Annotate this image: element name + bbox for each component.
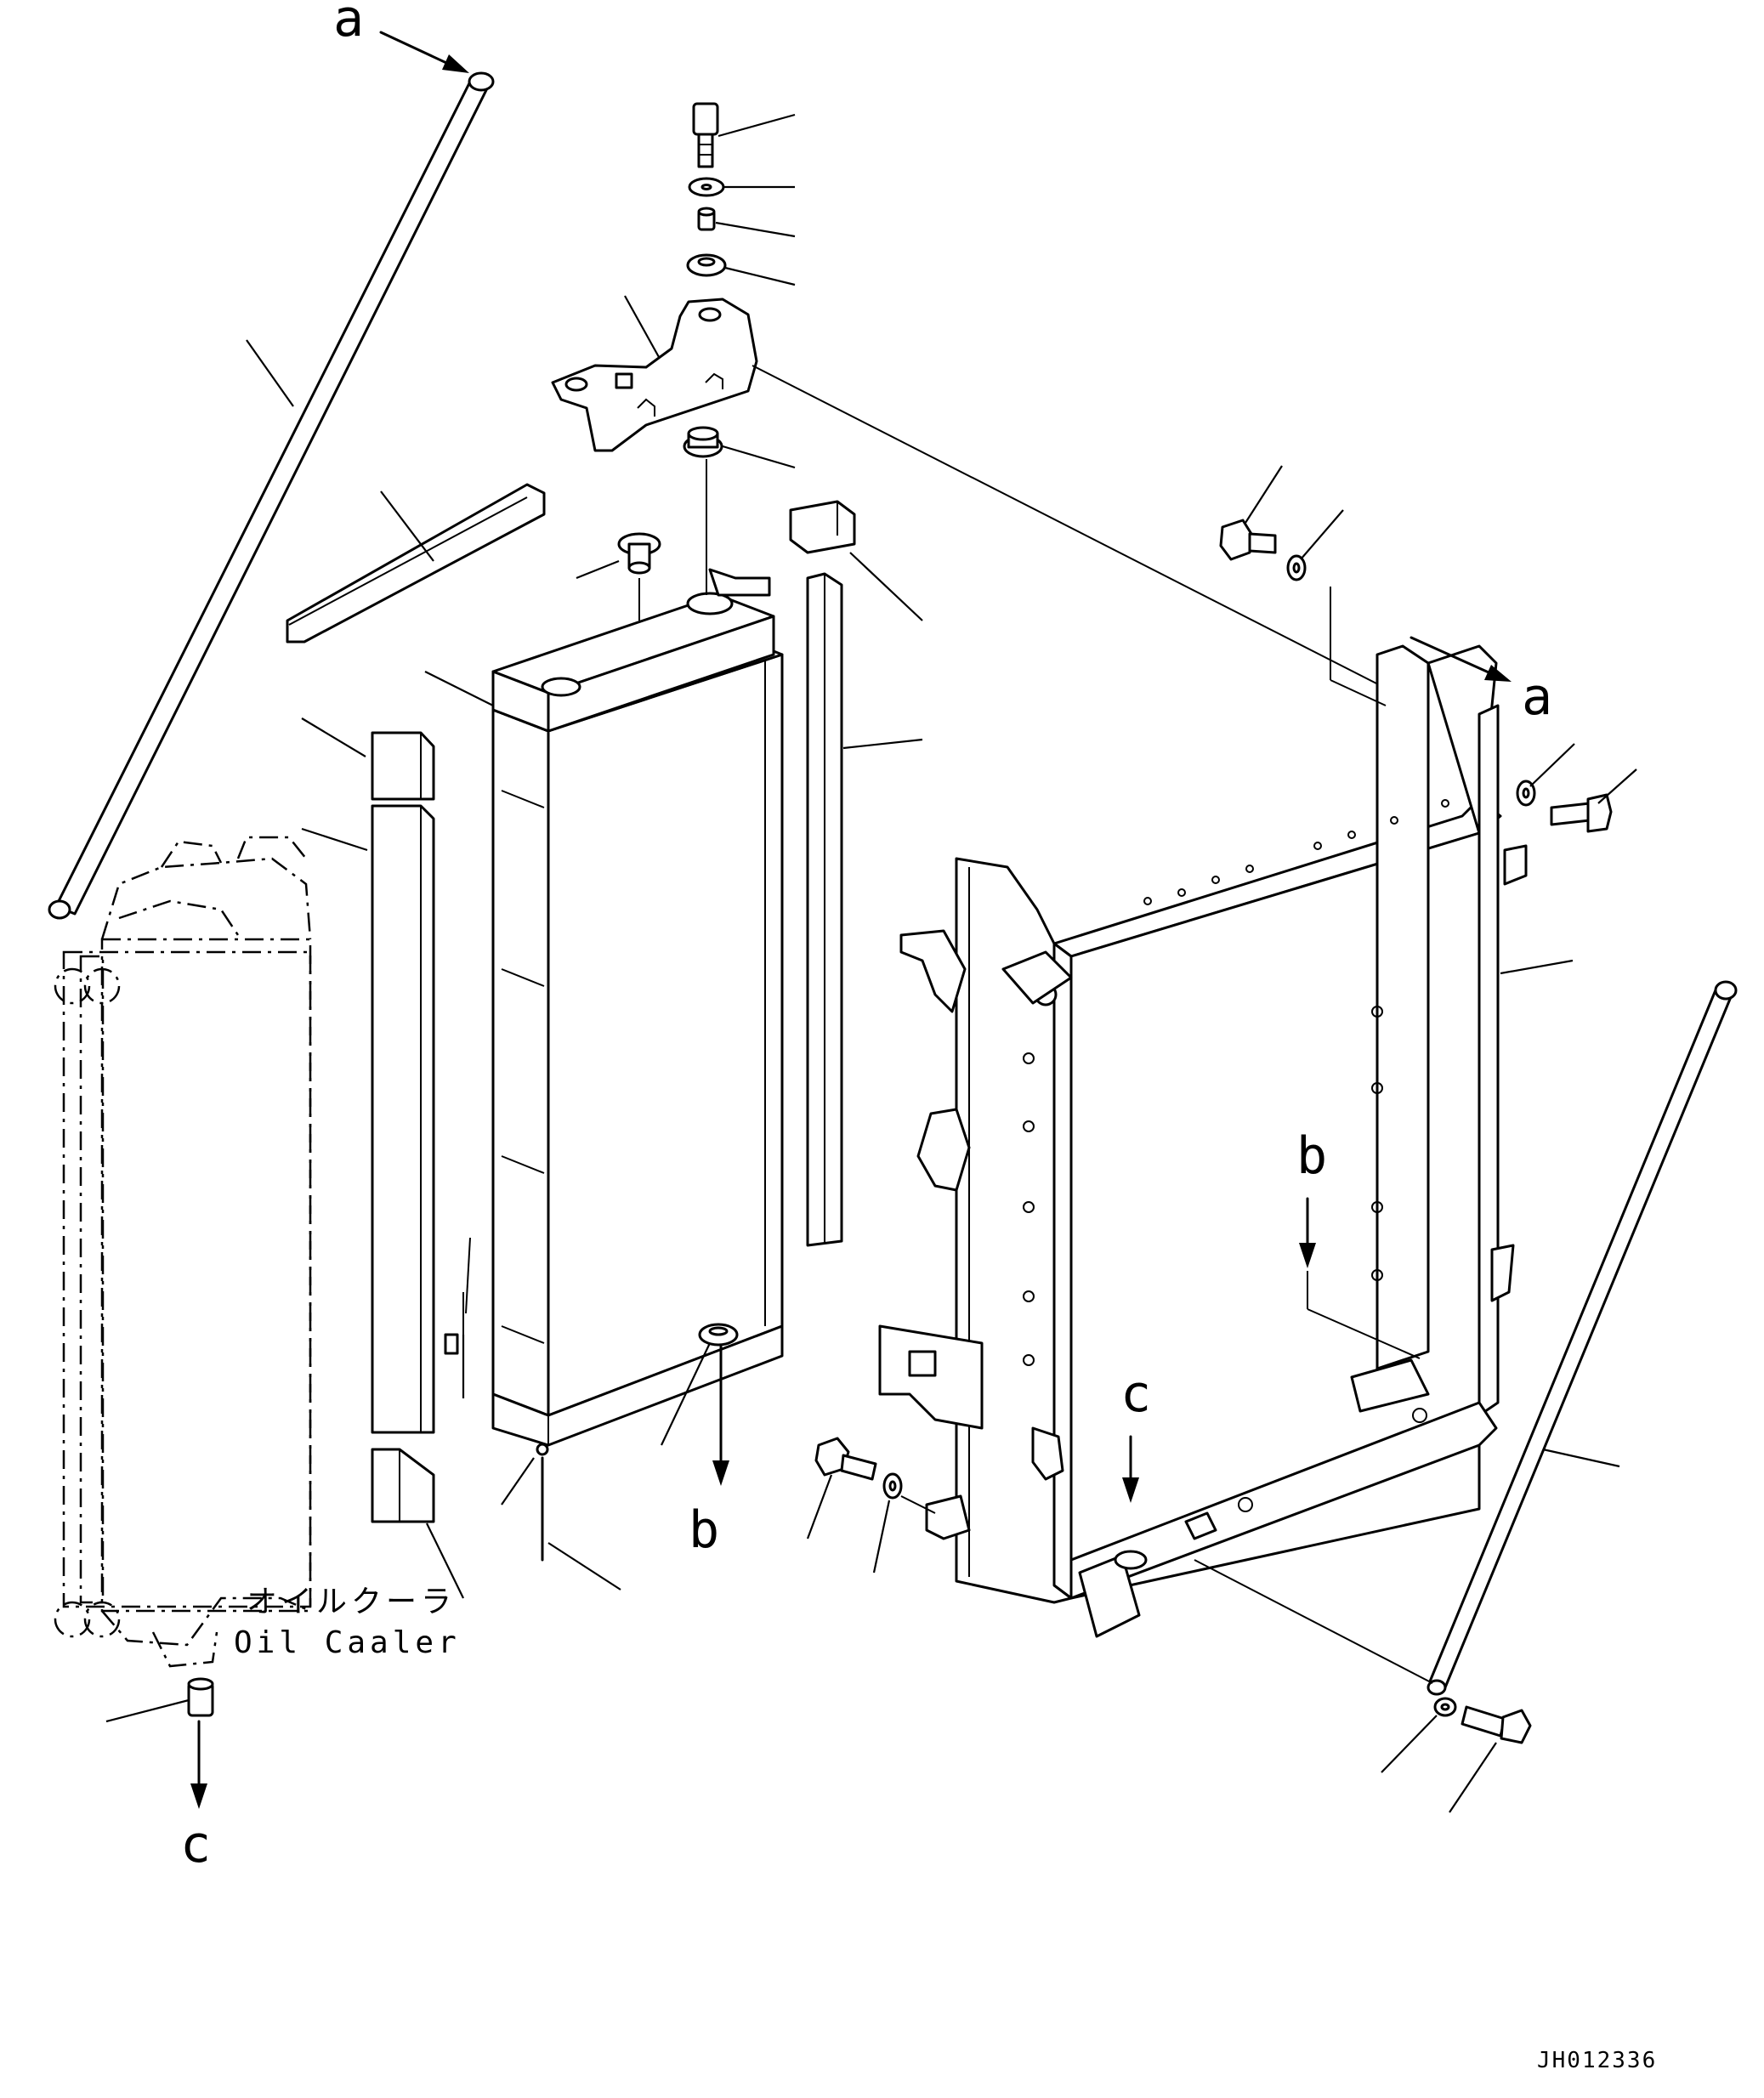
reference-mark-a-top: a xyxy=(333,0,364,48)
washer-lower-right xyxy=(1433,1697,1457,1717)
leader-collar-top xyxy=(715,221,796,238)
centerline-stay-rod-right xyxy=(1194,1559,1433,1684)
leader-seal-strip-top xyxy=(380,490,434,562)
reference-mark-b-left: b xyxy=(689,1500,719,1560)
oil-cooler-label-jp: オイルクーラ xyxy=(247,1585,456,1619)
collar-oil-cooler xyxy=(187,1677,214,1717)
reference-mark-a-right: a xyxy=(1522,667,1552,727)
seal-block-lower-left xyxy=(371,1448,435,1523)
reference-mark-b-right: b xyxy=(1296,1126,1327,1186)
seal-block-upper-right xyxy=(789,500,856,554)
leader-seal-block-upper-left xyxy=(301,717,366,757)
leader-mount-bracket xyxy=(624,295,660,358)
seal-strip-top xyxy=(286,483,546,644)
collar-top xyxy=(697,207,716,231)
arrow-a-top xyxy=(379,31,469,73)
oil-cooler xyxy=(54,836,312,1668)
leader-bolt-right-side xyxy=(1597,768,1637,804)
washer-lower-left xyxy=(882,1472,903,1500)
bolt-top xyxy=(692,102,719,168)
bolt-right-side xyxy=(1550,793,1613,833)
bolt-lower-left xyxy=(814,1437,877,1481)
washer-top xyxy=(688,177,725,197)
seal-strip-left xyxy=(371,804,435,1434)
cushion-top xyxy=(686,253,727,277)
drain-valve xyxy=(444,1237,471,1394)
drain-hose xyxy=(536,1443,549,1562)
leader-seal-strip-left xyxy=(301,827,368,852)
bolt-upper-right xyxy=(1219,519,1277,561)
seal-block-upper-left xyxy=(371,731,435,801)
leader-bolt-lower-right xyxy=(1449,1742,1497,1813)
leader-bolt-top xyxy=(718,113,796,138)
leader-stay-rod-right xyxy=(1542,1448,1620,1468)
leader-rubber-mount xyxy=(722,445,796,469)
leader-radiator xyxy=(424,671,494,706)
cushion-bottom xyxy=(698,1323,739,1347)
seal-strip-right xyxy=(806,572,843,1247)
rubber-mount xyxy=(683,426,723,458)
leader-seal-strip-right xyxy=(842,738,923,750)
arrow-a-right xyxy=(1409,636,1512,682)
reference-mark-c-left: c xyxy=(180,1815,211,1874)
leader-washer-upper-right xyxy=(1300,509,1344,560)
leader-seal-block-lower-left xyxy=(426,1522,464,1599)
leader-washer-lower-right xyxy=(1381,1715,1438,1773)
washer-upper-right xyxy=(1286,554,1307,581)
washer-right-side xyxy=(1516,780,1536,807)
leader-radiator-frame xyxy=(1500,959,1574,975)
leader-radiator-cap xyxy=(576,559,620,580)
radiator-frame xyxy=(878,644,1528,1638)
drawing-code: JH012336 xyxy=(1537,2048,1657,2073)
leader-bolt-upper-right xyxy=(1245,465,1283,524)
bolt-lower-right xyxy=(1461,1705,1532,1744)
leader-stay-rod-left xyxy=(246,339,294,407)
leader-seal-block-upper-right xyxy=(849,552,923,621)
leader-drain-plug xyxy=(501,1457,535,1505)
leader-drain-hose xyxy=(547,1542,621,1591)
leader-cushion-top xyxy=(724,266,796,286)
radiator xyxy=(491,568,784,1447)
frame-holes xyxy=(1023,799,1449,1366)
oil-cooler-label-en: Oil Caaler xyxy=(234,1625,461,1660)
radiator-cap xyxy=(617,532,661,621)
leader-cushion-bottom xyxy=(661,1342,711,1446)
leader-bolt-lower-left xyxy=(806,1474,833,1539)
leader-washer-lower-left xyxy=(872,1500,891,1574)
reference-mark-c-right: c xyxy=(1120,1364,1151,1424)
mount-bracket xyxy=(551,298,758,452)
leader-collar xyxy=(105,1698,190,1723)
centerline-bracket-to-frame xyxy=(752,365,1429,711)
leader-washer-right-side xyxy=(1529,743,1575,787)
stay-rod-right xyxy=(1427,980,1738,1696)
stay-rod-left xyxy=(48,71,495,920)
